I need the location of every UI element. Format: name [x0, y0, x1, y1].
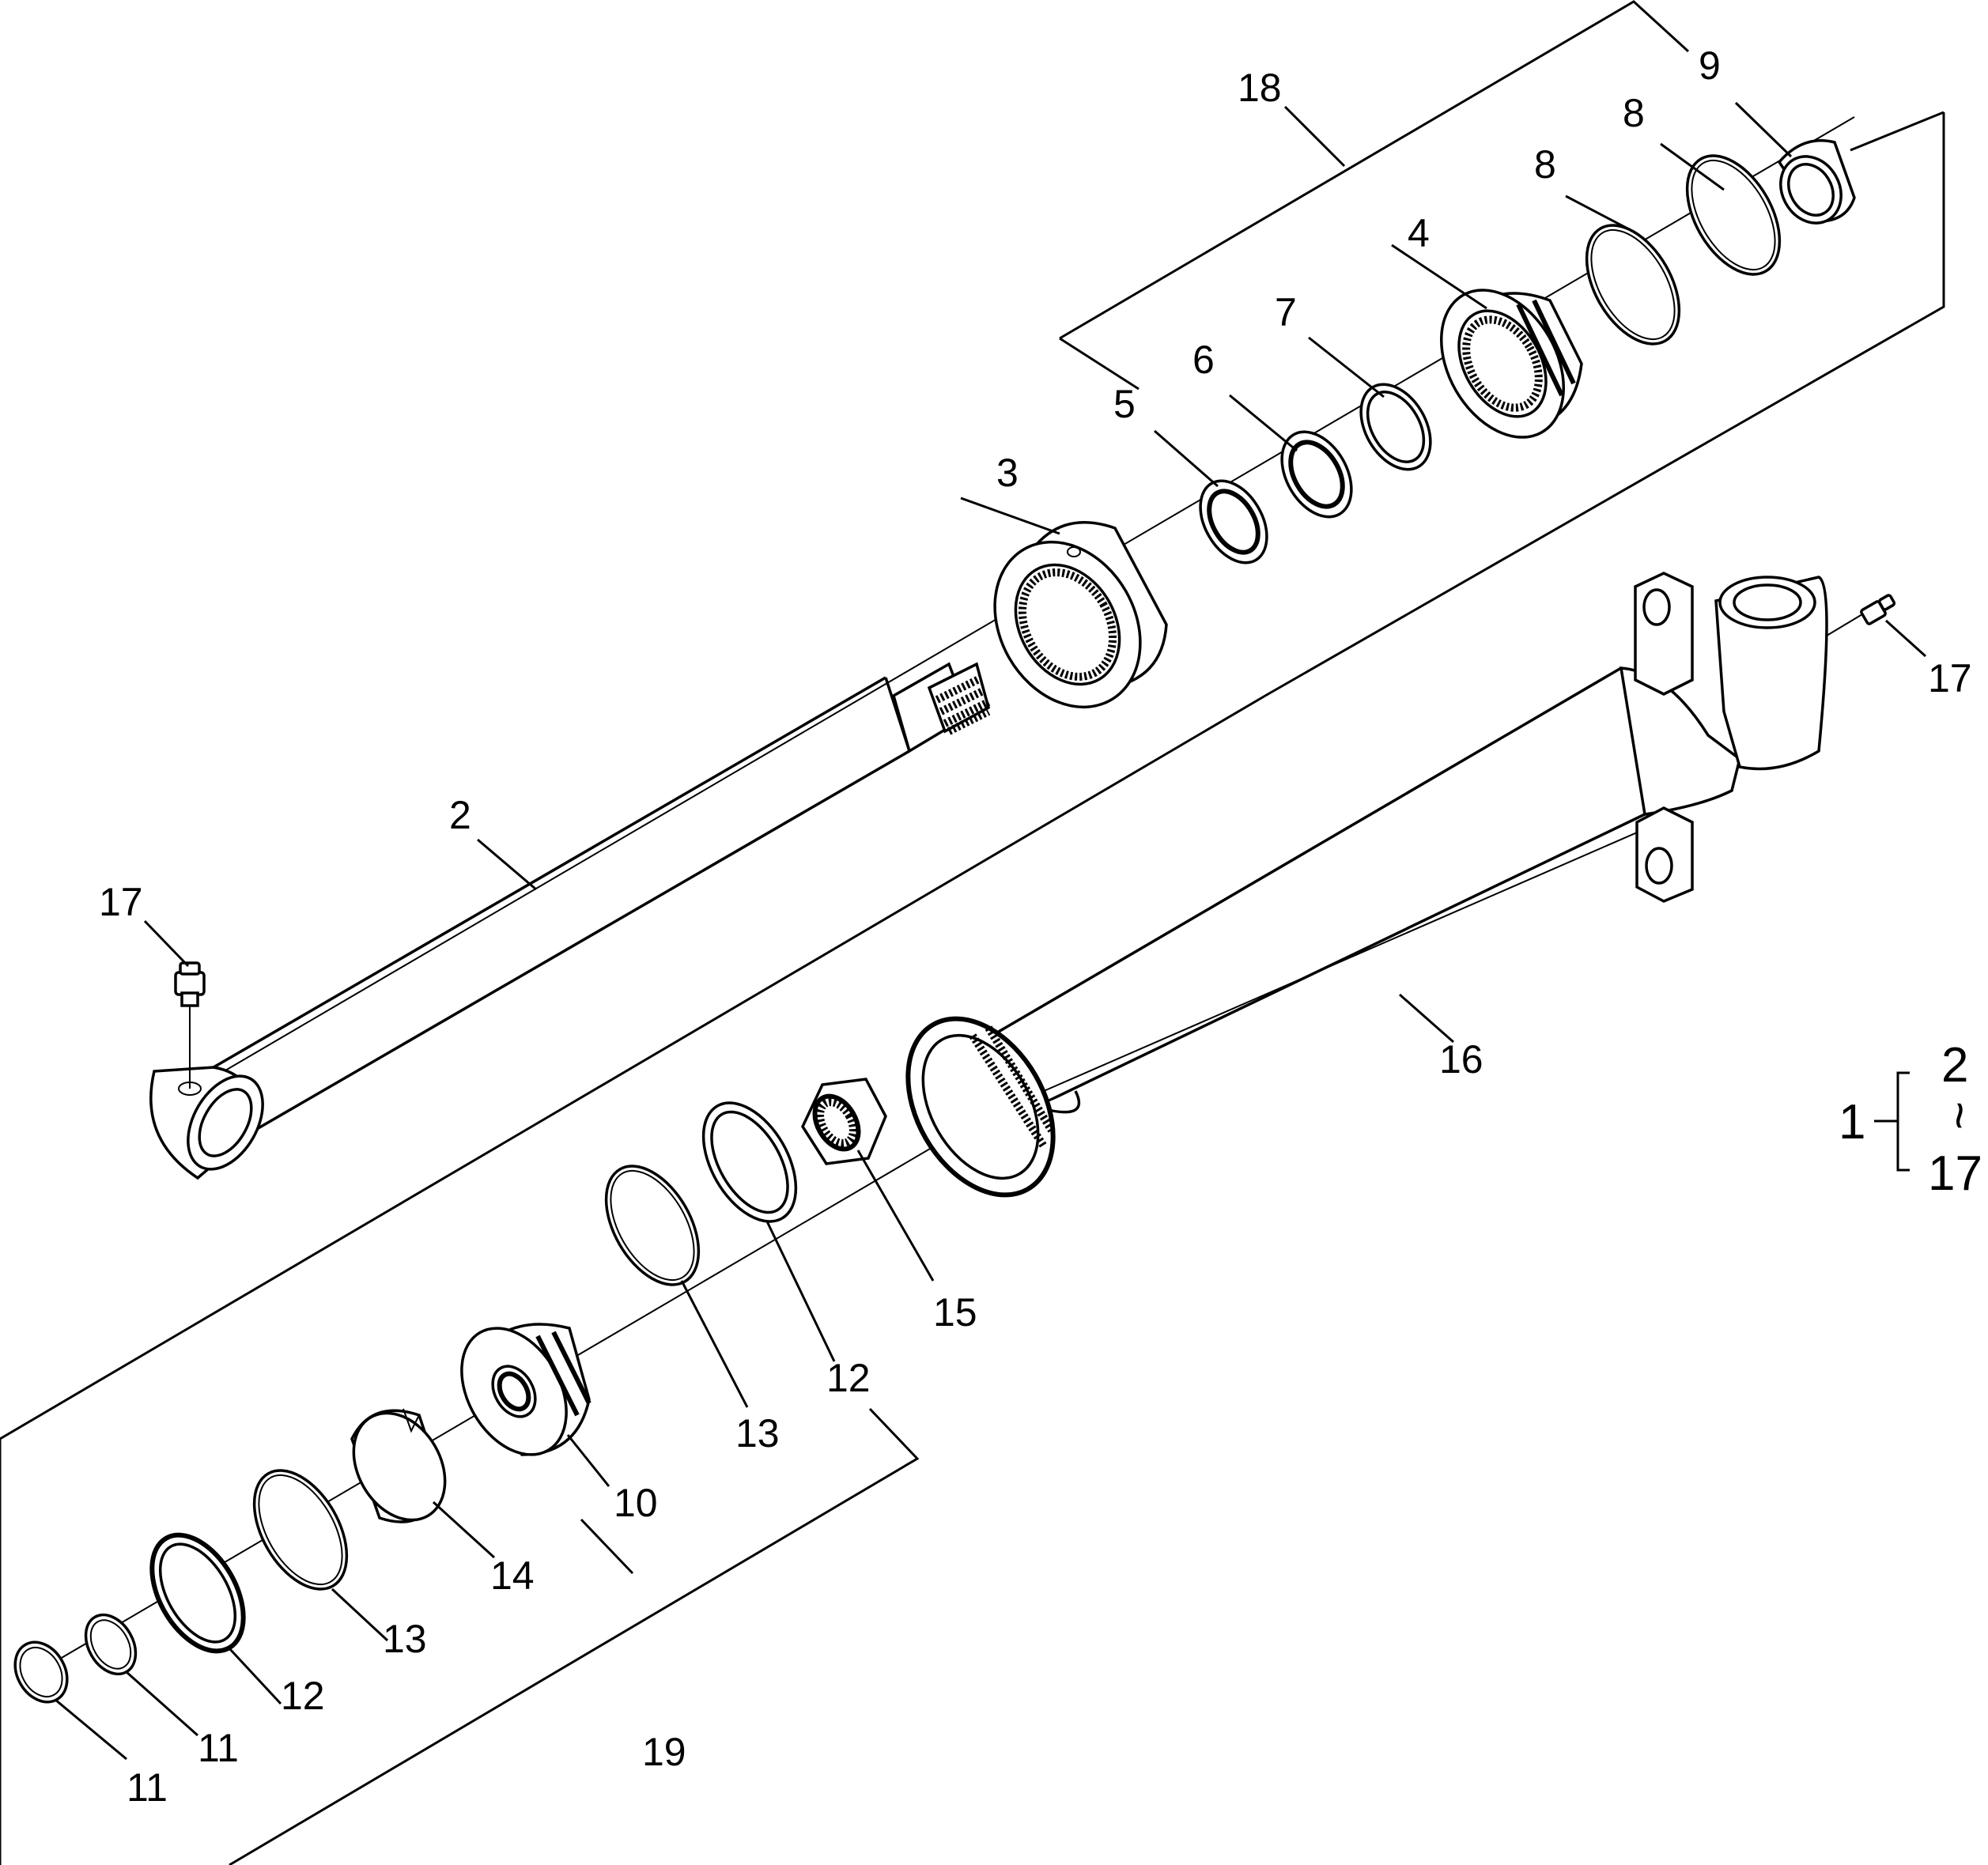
callout-11-a: 11 [198, 1726, 239, 1770]
seal-part-5 [1199, 479, 1268, 564]
o-ring-part-13-upper [604, 1165, 701, 1286]
assembly-note-to: 17 [1928, 1146, 1982, 1201]
callout-14: 14 [490, 1554, 535, 1598]
wiper-part-7 [1359, 383, 1432, 471]
callout-2: 2 [449, 793, 471, 837]
gland-nut-part-3 [993, 521, 1168, 709]
wear-ring-part-14 [350, 1408, 447, 1523]
callout-10: 10 [614, 1481, 658, 1525]
callout-17-b: 17 [1928, 656, 1972, 700]
callout-11-b: 11 [127, 1765, 168, 1810]
assembly-note-parent: 1 [1839, 1095, 1865, 1150]
callout-7: 7 [1275, 290, 1297, 334]
callout-3: 3 [996, 451, 1019, 495]
ring-part-11-b [13, 1640, 69, 1704]
assembly-range-note: 1 2 ~ 17 [1839, 1038, 1986, 1201]
ring-part-11-a [84, 1613, 138, 1676]
assembly-note-tilde: ~ [1932, 1101, 1986, 1130]
callout-19: 19 [642, 1730, 686, 1774]
ring-part-12-upper [701, 1101, 798, 1223]
callout-9: 9 [1699, 43, 1721, 88]
o-ring-part-8-b [1685, 154, 1782, 276]
callout-18: 18 [1238, 66, 1282, 110]
callout-labels: 2 3 4 5 6 7 8 8 9 10 11 11 12 12 13 13 1… [99, 43, 1972, 1810]
callout-13-a: 13 [735, 1411, 780, 1455]
bushing-part-9 [1777, 139, 1856, 225]
callout-12-b: 12 [281, 1674, 325, 1718]
callout-4: 4 [1408, 211, 1430, 255]
seal-part-6 [1280, 430, 1353, 519]
assembly-axis-lines [23, 116, 1879, 1681]
callout-8-a: 8 [1534, 142, 1556, 187]
leader-lines [55, 101, 1927, 1761]
cylinder-tube-part-16 [905, 572, 1828, 1198]
kit-bracket-18 [1059, 0, 1945, 697]
callout-6: 6 [1192, 338, 1215, 382]
callout-17-a: 17 [99, 880, 143, 924]
piston-part-10 [460, 1323, 591, 1456]
callout-12-a: 12 [826, 1356, 871, 1400]
o-ring-part-13-lower [252, 1469, 349, 1591]
grease-fitting-part-17-left [174, 961, 206, 1089]
assembly-note-from: 2 [1941, 1038, 1968, 1093]
o-ring-part-8-a [1585, 224, 1681, 345]
gland-part-4 [1439, 289, 1583, 439]
callout-15: 15 [933, 1290, 977, 1335]
callout-13-b: 13 [383, 1617, 427, 1661]
piston-rod-part-2 [149, 662, 991, 1180]
grease-fitting-part-17-right [1860, 594, 1896, 625]
callout-5: 5 [1113, 382, 1136, 426]
ring-part-12-lower [149, 1532, 246, 1654]
callout-8-b: 8 [1623, 91, 1645, 135]
lock-nut-part-15 [801, 1078, 887, 1165]
callout-16: 16 [1439, 1037, 1483, 1082]
kit-bracket-19 [0, 694, 1266, 1865]
